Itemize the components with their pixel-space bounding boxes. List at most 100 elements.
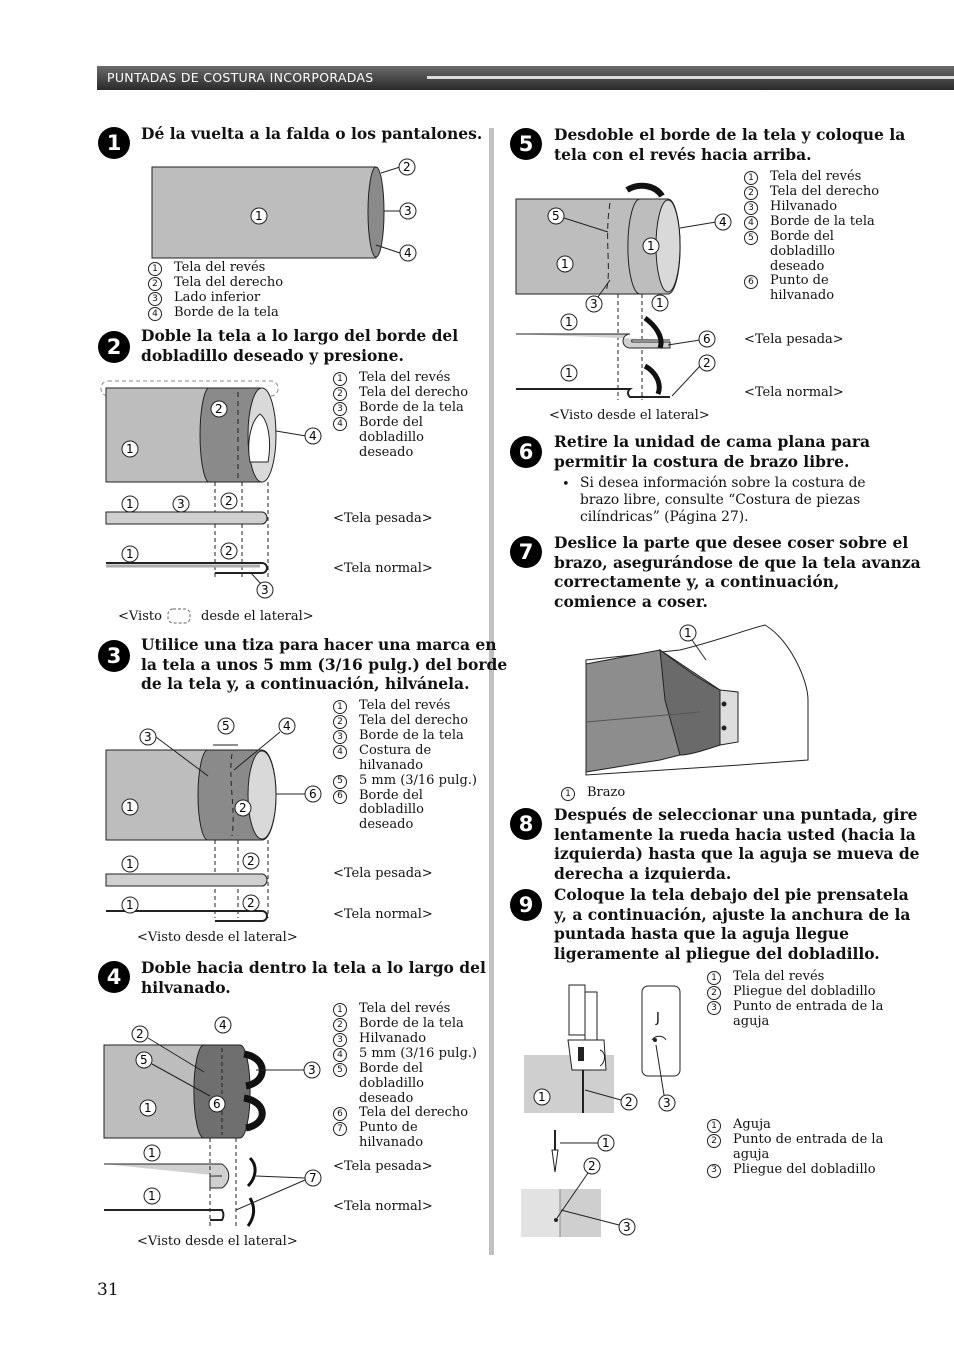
legend-item-label: 5 mm (3/16 pulg.) [359, 772, 477, 788]
svg-text:2: 2 [703, 356, 711, 370]
step-7-legend: 1 Brazo [561, 785, 626, 801]
svg-text:6: 6 [703, 332, 711, 346]
legend-number-icon: 2 [707, 1134, 721, 1148]
legend-number-icon: 1 [148, 262, 162, 276]
step-6-title: Retire la unidad de cama plana para perm… [554, 432, 871, 471]
svg-text:3: 3 [663, 1096, 671, 1110]
step-3-badge: 3 [98, 640, 130, 672]
legend-number-icon: 6 [333, 1107, 347, 1122]
step-2-normal-label: <Tela normal> [333, 561, 433, 576]
step-9-badge: 9 [510, 889, 542, 921]
legend-number-icon: 5 [333, 774, 347, 789]
step-5-normal-label: <Tela normal> [744, 385, 844, 400]
legend-number-icon: 4 [333, 745, 347, 759]
legend-number-icon: 2 [333, 1018, 347, 1032]
legend-number-icon: 1 [561, 787, 575, 801]
svg-text:2: 2 [136, 1027, 144, 1041]
svg-text:2: 2 [625, 1095, 633, 1109]
page-number: 31 [97, 1280, 119, 1300]
legend-item-label: Lado inferior [174, 290, 261, 305]
svg-text:1: 1 [647, 239, 655, 253]
legend-number-icon: 1 [744, 171, 758, 185]
legend-item: 5 5 mm (3/16 pulg.) [333, 772, 477, 789]
legend-number-icon: 3 [707, 1001, 721, 1015]
step-4-badge: 4 [98, 961, 130, 993]
legend-number-icon: 5 [333, 1063, 347, 1077]
step-3-normal-label: <Tela normal> [333, 907, 433, 922]
legend-number-icon: 7 [333, 1122, 347, 1137]
svg-text:1: 1 [126, 898, 134, 912]
legend-number-icon: 3 [333, 730, 347, 744]
legend-number-icon: 1 [333, 700, 347, 714]
legend-item-label: Borde de la tela [359, 400, 464, 415]
svg-text:1: 1 [126, 442, 134, 456]
column-divider [489, 128, 494, 1255]
step-4-heavy-label: <Tela pesada> [333, 1159, 433, 1174]
step-8-title: Después de seleccionar una puntada, gire… [554, 805, 920, 883]
svg-text:5: 5 [552, 209, 560, 223]
iron-icon [248, 413, 271, 463]
legend-item-label: Borde de la tela [174, 305, 279, 320]
legend-item: 4 Borde de la tela [744, 214, 879, 230]
foot-letter: J [655, 1011, 660, 1026]
legend-number-icon: 2 [333, 387, 347, 401]
legend-number-icon: 3 [333, 402, 347, 416]
svg-text:4: 4 [283, 719, 291, 733]
step-2-view-label-pre: <Visto [118, 609, 162, 624]
legend-item-label: Hilvanado [359, 1031, 427, 1046]
svg-text:1: 1 [684, 626, 692, 640]
presser-foot-icon [567, 984, 607, 1071]
step-2-badge: 2 [98, 331, 130, 363]
svg-text:3: 3 [261, 583, 269, 597]
legend-item-label: Borde del dobladillo deseado [359, 415, 424, 460]
legend-item-label: 5 mm (3/16 pulg.) [359, 1046, 477, 1061]
svg-text:4: 4 [404, 246, 412, 260]
legend-number-icon: 4 [333, 417, 347, 431]
svg-text:2: 2 [225, 494, 233, 508]
legend-item-label: Punto de hilvanado [770, 273, 835, 304]
legend-item-label: Costura de hilvanado [359, 743, 432, 773]
step-5-heavy-label: <Tela pesada> [744, 332, 844, 347]
svg-text:1: 1 [148, 1189, 156, 1203]
legend-number-icon: 2 [707, 986, 721, 1000]
legend-number-icon: 4 [148, 307, 162, 321]
step-2-heavy-label: <Tela pesada> [333, 511, 433, 526]
legend-number-icon: 2 [148, 277, 162, 291]
legend-number-icon: 2 [333, 715, 347, 729]
step-2-view-label-post: desde el lateral> [201, 609, 314, 624]
svg-text:4: 4 [719, 215, 727, 229]
svg-text:2: 2 [247, 854, 255, 868]
svg-text:1: 1 [561, 257, 569, 271]
section-header-bar: PUNTADAS DE COSTURA INCORPORADAS [97, 66, 954, 90]
legend-item-label: Borde de la tela [359, 728, 464, 743]
step-2-title: Doble la tela a lo largo del borde del d… [141, 326, 459, 365]
legend-item: 6 Borde del dobladillo deseado [333, 787, 477, 833]
legend-item-label: Brazo [587, 785, 626, 800]
legend-item-label: Borde del dobladillo deseado [359, 787, 424, 833]
step-1-title: Dé la vuelta a la falda o los pantalones… [141, 124, 483, 143]
step-3-view-label: <Visto desde el lateral> [137, 930, 298, 945]
step-4-title: Doble hacia dentro la tela a lo largo de… [141, 958, 486, 997]
legend-number-icon: 4 [744, 216, 758, 230]
step-1-badge: 1 [98, 127, 130, 159]
legend-number-icon: 6 [333, 789, 347, 804]
legend-item-label: Tela del revés [359, 370, 451, 385]
step-4-normal-label: <Tela normal> [333, 1199, 433, 1214]
legend-item-label: Borde de la tela [770, 214, 875, 229]
